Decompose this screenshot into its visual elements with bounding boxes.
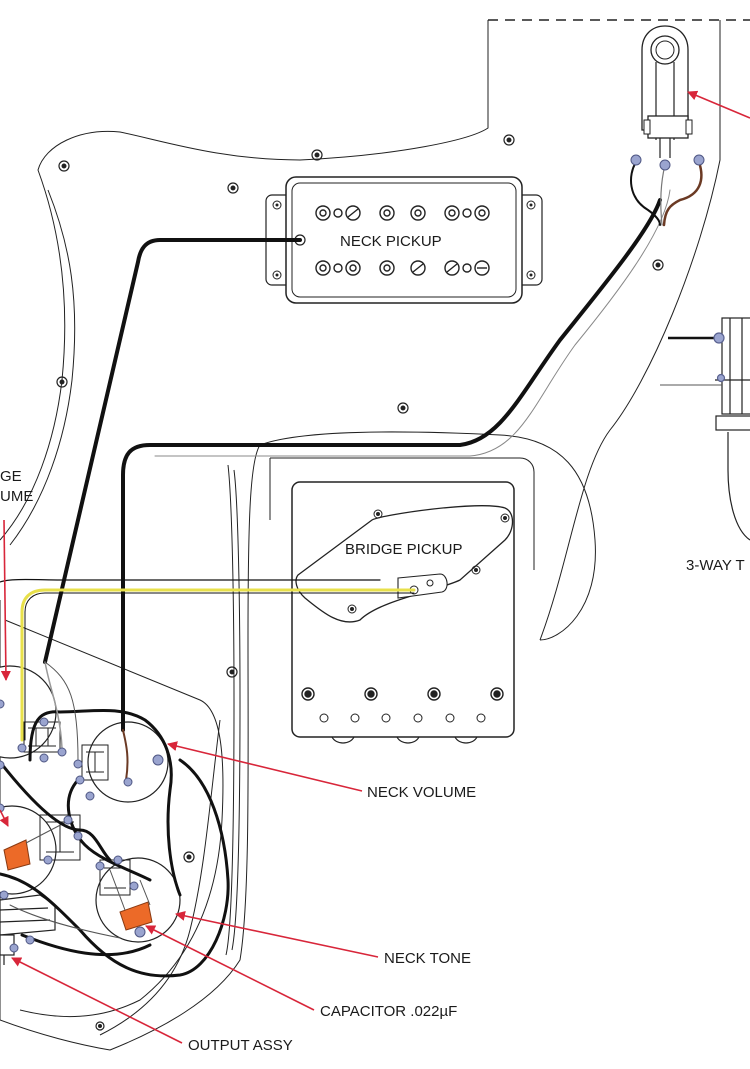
mounting-screw-icon (58, 160, 70, 172)
neck-tone-pot (95, 857, 181, 943)
pole-piece-icon (345, 205, 361, 221)
pole-piece-row-bottom (315, 260, 490, 276)
solder-terminal-icon (73, 831, 83, 841)
mounting-screw-icon (526, 200, 536, 210)
output-jack-assembly (0, 894, 56, 965)
mounting-screw-icon (95, 1021, 105, 1031)
bridge-saddle-screws (301, 687, 504, 701)
solder-terminal-icon (57, 747, 67, 757)
solder-terminal-icon (75, 775, 85, 785)
solder-terminal-icon (39, 717, 49, 727)
wire-black-toggle-run (121, 198, 662, 732)
solder-terminal-icon (0, 890, 9, 900)
mounting-screws (56, 134, 664, 1031)
solder-terminal-icon (716, 373, 726, 383)
mounting-screw-icon (471, 565, 481, 575)
mounting-screw-icon (373, 509, 383, 519)
pole-piece-icon (315, 260, 331, 276)
bridge-volume-label-line1: GE (0, 468, 22, 485)
output-assy-label: OUTPUT ASSY (188, 1037, 293, 1054)
pole-piece-icon (474, 260, 490, 276)
callout-arrow-bridge-volume (0, 519, 11, 681)
solder-terminal-icon (659, 159, 671, 171)
solder-terminal-icon (152, 754, 164, 766)
mounting-screw-icon (183, 851, 195, 863)
solder-terminal-icon (0, 803, 5, 813)
mounting-screw-icon (272, 270, 282, 280)
solder-terminal-icon (95, 861, 105, 871)
solder-terminal-icon (693, 154, 705, 166)
neck-pickup-label: NECK PICKUP (340, 233, 442, 250)
bridge-pickup-label: BRIDGE PICKUP (345, 541, 463, 558)
solder-terminal-icon (113, 855, 123, 865)
pole-piece-icon (444, 205, 460, 221)
neck-volume-label: NECK VOLUME (367, 784, 476, 801)
callout-arrow-bridge-tone (0, 809, 9, 827)
three-way-toggle-side-view (660, 317, 750, 541)
solder-terminal-icon (25, 935, 35, 945)
solder-terminal-icon (0, 699, 5, 709)
solder-terminal-icon (123, 777, 133, 787)
callout-arrow-capacitor (145, 925, 315, 1011)
solder-terminal-icon (9, 943, 19, 953)
solder-terminal-icon (0, 760, 5, 770)
bridge-string-holes (319, 713, 486, 723)
callout-arrows (0, 90, 750, 1044)
pole-piece-row-top (315, 205, 490, 221)
wire-yellow-bridge-pickup (20, 588, 416, 742)
solder-terminal-icon (129, 881, 139, 891)
pole-piece-icon (379, 260, 395, 276)
pole-piece-icon (379, 205, 395, 221)
solder-terminal-icon (63, 815, 73, 825)
neck-tone-label: NECK TONE (384, 950, 471, 967)
pole-piece-icon (474, 205, 490, 221)
three-way-toggle-label: 3-WAY T (686, 557, 745, 574)
three-way-toggle-switch (641, 25, 693, 158)
pole-piece-icon (410, 205, 426, 221)
pole-piece-icon (410, 260, 426, 276)
solder-terminals (0, 154, 705, 953)
callout-arrow-neck-volume (167, 741, 363, 792)
solder-terminal-icon (17, 743, 27, 753)
callout-arrow-output-assy (11, 957, 183, 1044)
mounting-screw-icon (500, 513, 510, 523)
mounting-screw-icon (397, 402, 409, 414)
mounting-screw-icon (652, 259, 664, 271)
wires (0, 160, 703, 978)
solder-terminal-icon (713, 332, 725, 344)
solder-terminal-icon (73, 759, 83, 769)
solder-terminal-icon (630, 154, 642, 166)
mounting-screw-icon (311, 149, 323, 161)
callout-labels: GE UME NECK VOLUME NECK TONE CAPACITOR .… (0, 468, 476, 1054)
mounting-screw-icon (503, 134, 515, 146)
wire-black-neck-pickup (43, 238, 302, 664)
pole-piece-icon (444, 260, 460, 276)
mounting-screw-icon (526, 270, 536, 280)
callout-arrow-neck-tone (175, 910, 379, 958)
pole-piece-icon (345, 260, 361, 276)
capacitor-icon (109, 869, 153, 931)
capacitor-label: CAPACITOR .022µF (320, 1003, 457, 1020)
mounting-screw-icon (347, 604, 357, 614)
neck-pickup: NECK PICKUP (265, 176, 543, 304)
mounting-screw-icon (226, 666, 238, 678)
solder-terminal-icon (39, 753, 49, 763)
mounting-screw-icon (227, 182, 239, 194)
mounting-screw-icon (56, 376, 68, 388)
solder-terminal-icon (85, 791, 95, 801)
wire-white-toggle-run (154, 189, 671, 457)
pole-piece-icon (315, 205, 331, 221)
solder-terminal-icon (134, 926, 146, 938)
bridge-volume-label-line2: UME (0, 488, 33, 505)
mounting-screw-icon (272, 200, 282, 210)
callout-arrow-toggle (687, 90, 750, 119)
solder-terminal-icon (43, 855, 53, 865)
